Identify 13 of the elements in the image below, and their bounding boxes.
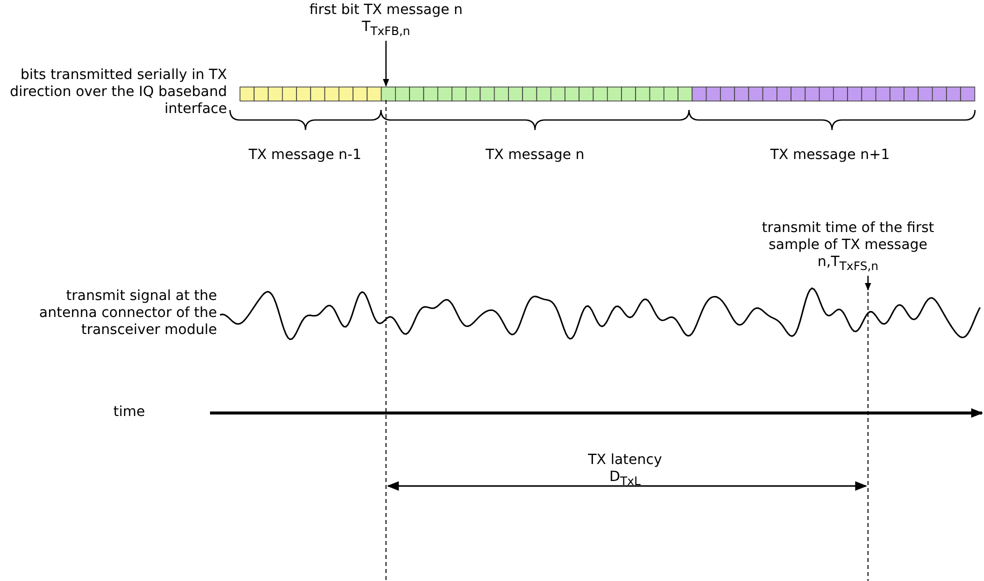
message-label: TX message n+1	[769, 147, 891, 164]
leader-arrow	[864, 276, 872, 291]
annotation-text: transmit time of the first sample of TX message n,T$_{TxFS,n}$	[760, 220, 936, 275]
message-label: TX message n-1	[248, 147, 362, 164]
annotation-text: T$_{TxFB,n}$	[360, 19, 412, 40]
leader-arrow	[382, 40, 390, 87]
latency-symbol: D$_{TxL}$	[608, 469, 642, 490]
annotation-text: first bit TX message n	[308, 2, 464, 19]
latency-label: TX latency	[586, 452, 664, 469]
axis-label: time	[112, 404, 145, 421]
message-label: TX message n	[484, 147, 586, 164]
caption-text: transmit signal at the antenna connector of the transceiver module	[38, 288, 217, 339]
caption-text: bits transmitted serially in TX direction over the IQ baseband interface	[8, 67, 227, 118]
